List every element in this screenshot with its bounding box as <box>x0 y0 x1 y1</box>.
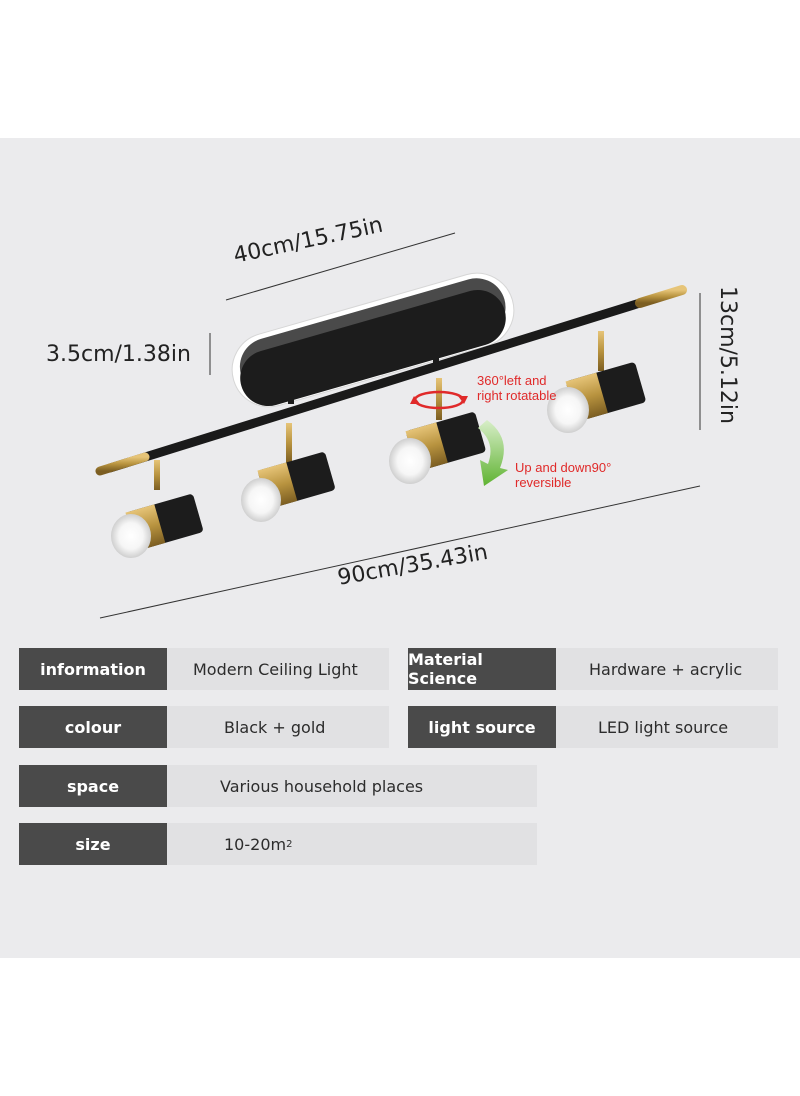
tilt-annotation: Up and down90° reversible <box>515 460 612 490</box>
spotlight <box>389 378 486 484</box>
track-bar <box>95 285 687 476</box>
spec-value: Modern Ceiling Light <box>167 648 389 690</box>
size-unit-sup: 2 <box>286 838 293 850</box>
spec-label: colour <box>19 706 167 748</box>
top-width-line <box>225 232 456 301</box>
rotate-annotation: 360°left and right rotatable <box>477 373 557 403</box>
spec-row-material: Material Science Hardware + acrylic <box>408 648 778 690</box>
spec-value: Black + gold <box>167 706 389 748</box>
spotlight <box>111 460 203 558</box>
spec-label: information <box>19 648 167 690</box>
spec-row-space: space Various household places <box>19 765 537 807</box>
canopy-stem <box>288 364 294 404</box>
spotlight <box>547 331 646 433</box>
ceiling-light-illustration <box>95 232 701 619</box>
height-dimension: 13cm/5.12in <box>715 286 740 424</box>
spotlight <box>241 423 335 522</box>
spec-row-colour: colour Black + gold <box>19 706 389 748</box>
thickness-dimension: 3.5cm/1.38in <box>46 342 191 367</box>
spec-row-light-source: light source LED light source <box>408 706 778 748</box>
size-value: 10-20m <box>224 834 287 854</box>
spec-label: Material Science <box>408 648 556 690</box>
spec-value: Hardware + acrylic <box>556 648 778 690</box>
length-line <box>99 485 701 619</box>
spec-value: Various household places <box>167 765 537 807</box>
spec-label: space <box>19 765 167 807</box>
canopy-stem <box>433 328 439 364</box>
tilt-arrow-icon <box>478 420 508 486</box>
spec-value: LED light source <box>556 706 778 748</box>
spec-row-information: information Modern Ceiling Light <box>19 648 389 690</box>
rotate-arrow-icon <box>410 390 468 410</box>
product-panel: 40cm/15.75in 3.5cm/1.38in 13cm/5.12in 90… <box>0 138 800 958</box>
canopy <box>231 272 515 408</box>
spec-label: size <box>19 823 167 865</box>
spec-label: light source <box>408 706 556 748</box>
